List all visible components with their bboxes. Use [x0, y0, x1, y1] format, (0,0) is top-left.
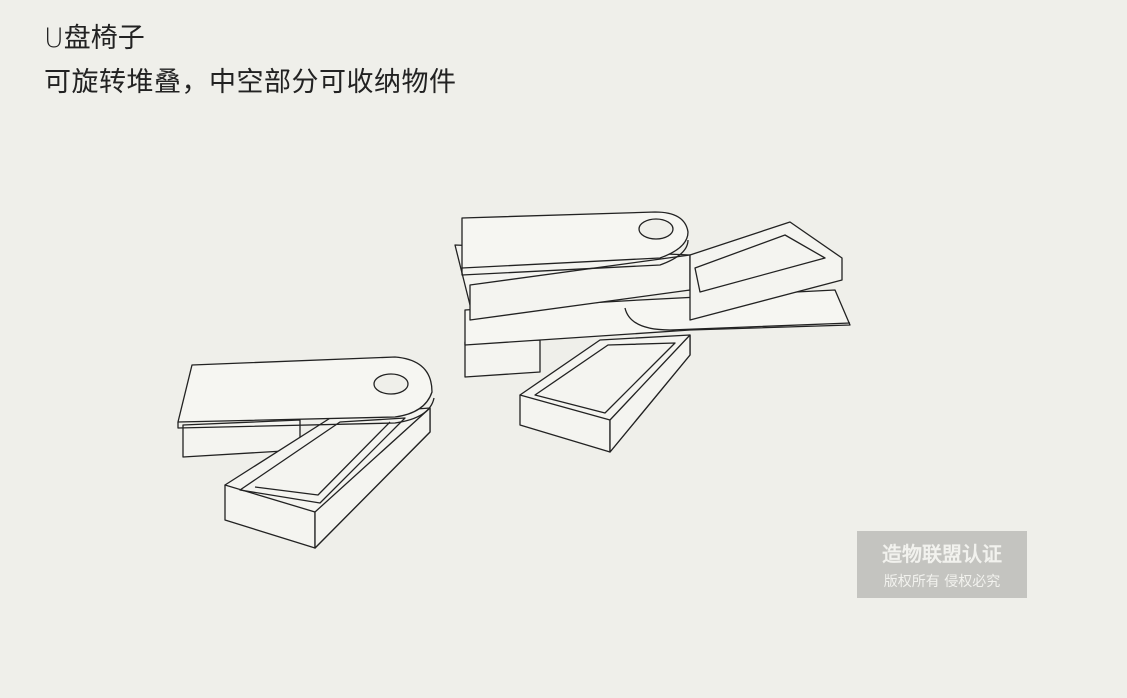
left-chair-unit	[177, 356, 435, 549]
watermark-line2: 版权所有 侵权必究	[883, 574, 1001, 590]
watermark-line1: 造物联盟认证	[882, 542, 1002, 566]
watermark-badge: 造物联盟认证 版权所有 侵权必究	[857, 531, 1027, 598]
page-title: U盘椅子	[44, 23, 145, 54]
page-subtitle: 可旋转堆叠，中空部分可收纳物件	[44, 67, 457, 98]
right-chair-stack	[454, 211, 851, 453]
